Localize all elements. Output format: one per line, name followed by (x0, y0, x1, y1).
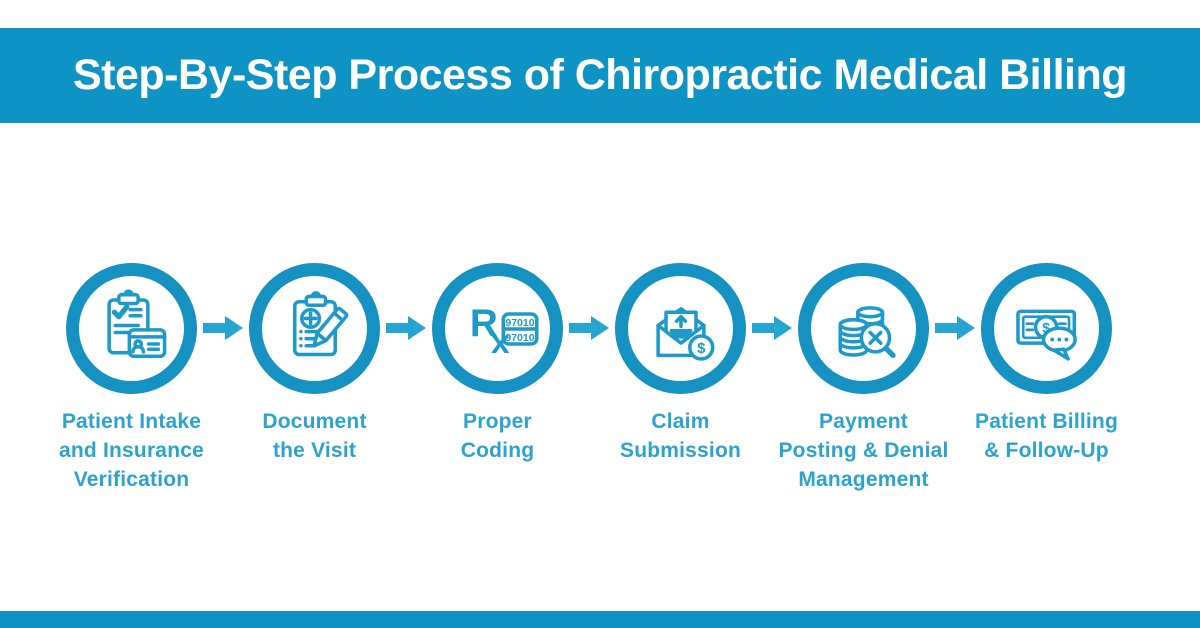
step-4-label: Claim Submission (619, 410, 742, 462)
step-1-label: Patient Intake and Insurance Verificatio… (59, 410, 204, 491)
banknote-chat-icon: $ (1015, 309, 1077, 361)
dollar-symbol: $ (697, 340, 706, 357)
flow-arrow-icon (752, 316, 792, 340)
rx-codes-icon: R x 97010 97010 (469, 302, 538, 360)
rx-letter-x: x (490, 323, 509, 360)
step-payment-posting: Payment Posting & Denial Management (772, 263, 955, 494)
rx-letter-r: R (469, 302, 497, 345)
code-value-2: 97010 (505, 331, 534, 343)
step-2-label: Document the Visit (262, 410, 367, 462)
step-3-circle: R x 97010 97010 (432, 263, 563, 394)
step-proper-coding: R x 97010 97010 Proper Coding (406, 263, 589, 494)
step-5-circle (798, 263, 929, 394)
step-2-circle (249, 263, 380, 394)
clipboard-id-card-icon (106, 288, 166, 358)
clipboard-pencil-icon (292, 290, 348, 356)
step-document-visit: Document the Visit (223, 263, 406, 494)
flow-arrow-icon (935, 316, 975, 340)
process-steps: Patient Intake and Insurance Verificatio… (40, 263, 1138, 494)
footer-band (0, 611, 1200, 628)
step-3-label: Proper Coding (460, 410, 535, 462)
step-6-label: Patient Billing & Follow-Up (974, 410, 1118, 462)
step-claim-submission: $ Claim Submission (589, 263, 772, 494)
page-title: Step-By-Step Process of Chiropractic Med… (73, 51, 1128, 99)
flow-arrow-icon (203, 316, 243, 340)
envelope-dollar-icon: $ (655, 306, 714, 361)
step-patient-intake: Patient Intake and Insurance Verificatio… (40, 263, 223, 494)
step-4-circle: $ (615, 263, 746, 394)
step-5-label: Payment Posting & Denial Management (778, 410, 949, 491)
flow-arrow-icon (386, 316, 426, 340)
header-band: Step-By-Step Process of Chiropractic Med… (0, 28, 1200, 123)
step-1-circle (66, 263, 197, 394)
flow-arrow-icon (569, 316, 609, 340)
coins-magnifier-icon (837, 305, 896, 358)
step-patient-billing: $ Patient Billing & Follow-Up (955, 263, 1138, 494)
step-6-circle: $ (981, 263, 1112, 394)
code-value-1: 97010 (505, 316, 534, 328)
dollar-symbol: $ (1042, 319, 1050, 335)
